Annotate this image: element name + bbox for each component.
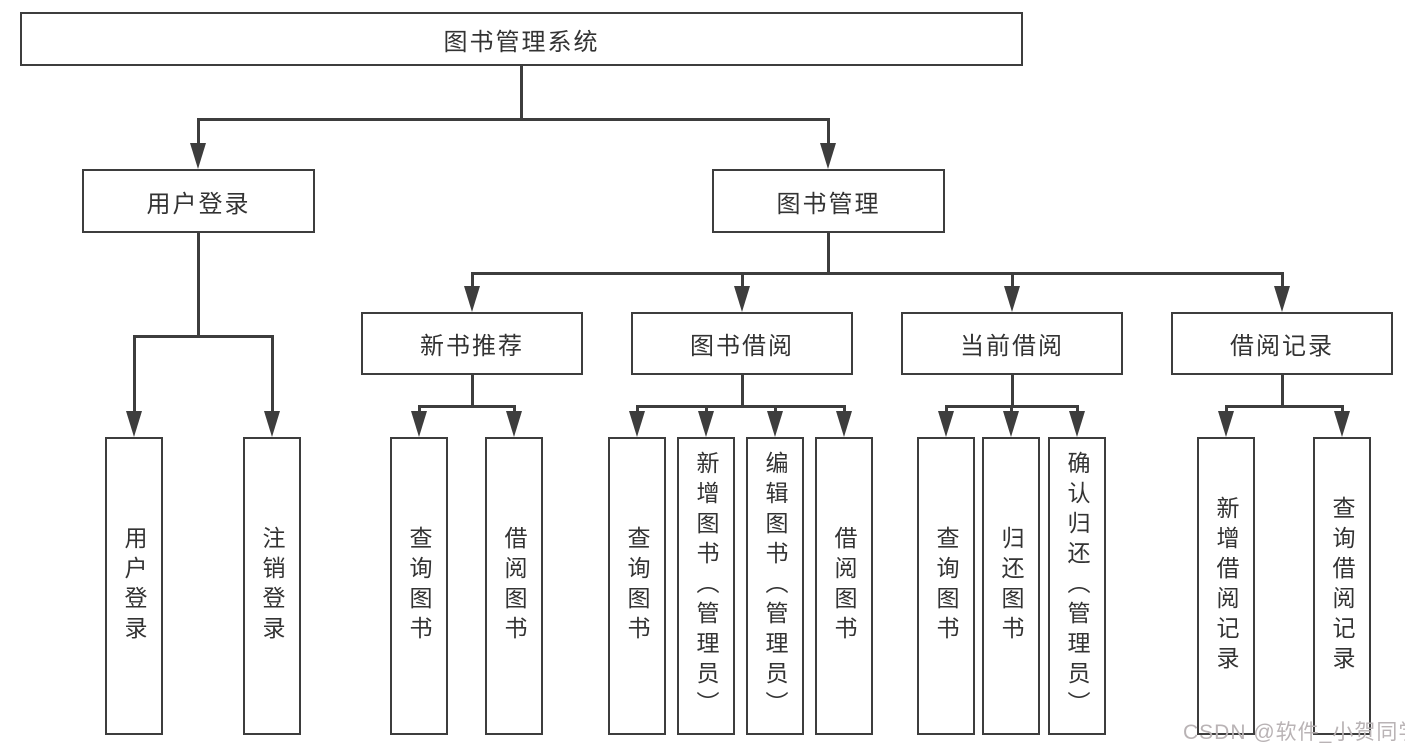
leaf-query-books-borrow: 查询图书 bbox=[608, 437, 666, 735]
arrow-down-icon bbox=[820, 143, 836, 169]
node-book-borrowing: 图书借阅 bbox=[631, 312, 853, 375]
connector-leaf-shaft bbox=[1076, 405, 1079, 415]
leaf-borrow-books: 借阅图书 bbox=[815, 437, 873, 735]
connector-records-drop bbox=[1281, 375, 1284, 407]
leaf-query-borrow-record: 查询借阅记录 bbox=[1313, 437, 1371, 735]
connector-leaf-shaft bbox=[1341, 405, 1344, 415]
arrow-down-icon bbox=[836, 411, 852, 437]
arrow-down-icon bbox=[734, 286, 750, 312]
connector-level3-branch bbox=[471, 272, 1283, 275]
leaf-confirm-return-admin: 确认归还（管理员） bbox=[1048, 437, 1106, 735]
leaf-add-book-admin: 新增图书（管理员） bbox=[677, 437, 735, 735]
leaf-borrow-books-recommend: 借阅图书 bbox=[485, 437, 543, 735]
connector-book-mgmt-drop bbox=[827, 233, 830, 274]
leaf-query-books-recommend: 查询图书 bbox=[390, 437, 448, 735]
connector-records-children-branch bbox=[1225, 405, 1343, 408]
arrow-down-icon bbox=[698, 411, 714, 437]
connector-recommend-children-branch bbox=[418, 405, 515, 408]
arrow-down-icon bbox=[464, 286, 480, 312]
node-user-login: 用户登录 bbox=[82, 169, 315, 233]
arrow-down-icon bbox=[1274, 286, 1290, 312]
connector-leaf-shaft bbox=[1010, 405, 1013, 415]
connector-leaf-shaft bbox=[774, 405, 777, 415]
leaf-user-login: 用户登录 bbox=[105, 437, 163, 735]
leaf-edit-book-admin: 编辑图书（管理员） bbox=[746, 437, 804, 735]
connector-level3-shaft bbox=[741, 272, 744, 290]
connector-current-drop bbox=[1011, 375, 1014, 407]
arrow-down-icon bbox=[1069, 411, 1085, 437]
connector-root-drop bbox=[520, 66, 523, 120]
connector-recommend-drop bbox=[471, 375, 474, 407]
connector-level3-shaft bbox=[1011, 272, 1014, 290]
arrow-down-icon bbox=[629, 411, 645, 437]
connector-level3-shaft bbox=[471, 272, 474, 290]
arrow-down-icon bbox=[938, 411, 954, 437]
arrow-down-icon bbox=[190, 143, 206, 169]
node-new-book-recommendation: 新书推荐 bbox=[361, 312, 583, 375]
watermark: CSDN @软件_小贺同学 bbox=[1183, 721, 1405, 744]
arrow-down-icon bbox=[1334, 411, 1350, 437]
connector-leaf-shaft bbox=[133, 335, 136, 413]
connector-level3-shaft bbox=[1281, 272, 1284, 290]
connector-leaf-shaft bbox=[945, 405, 948, 415]
connector-borrow-children-branch bbox=[636, 405, 845, 408]
connector-leaf-shaft bbox=[705, 405, 708, 415]
node-library-management-system: 图书管理系统 bbox=[20, 12, 1023, 66]
node-current-borrowing: 当前借阅 bbox=[901, 312, 1123, 375]
connector-leaf-shaft bbox=[271, 335, 274, 413]
leaf-query-books-current: 查询图书 bbox=[917, 437, 975, 735]
arrow-down-icon bbox=[767, 411, 783, 437]
connector-leaf-shaft bbox=[513, 405, 516, 415]
leaf-return-book: 归还图书 bbox=[982, 437, 1040, 735]
arrow-down-icon bbox=[126, 411, 142, 437]
connector-leaf-shaft bbox=[418, 405, 421, 415]
arrow-down-icon bbox=[1003, 411, 1019, 437]
connector-leaf-shaft bbox=[843, 405, 846, 415]
connector-book-mgmt-shaft bbox=[827, 118, 830, 146]
connector-leaf-shaft bbox=[1225, 405, 1228, 415]
node-book-management: 图书管理 bbox=[712, 169, 945, 233]
arrow-down-icon bbox=[506, 411, 522, 437]
node-borrowing-records: 借阅记录 bbox=[1171, 312, 1393, 375]
arrow-down-icon bbox=[1004, 286, 1020, 312]
arrow-down-icon bbox=[264, 411, 280, 437]
connector-borrow-drop bbox=[741, 375, 744, 407]
leaf-add-borrow-record: 新增借阅记录 bbox=[1197, 437, 1255, 735]
connector-user-login-shaft bbox=[197, 118, 200, 146]
connector-leaf-shaft bbox=[636, 405, 639, 415]
connector-level2-branch bbox=[197, 118, 830, 121]
leaf-logout: 注销登录 bbox=[243, 437, 301, 735]
arrow-down-icon bbox=[411, 411, 427, 437]
connector-user-login-children-branch bbox=[133, 335, 273, 338]
connector-user-login-drop bbox=[197, 233, 200, 337]
arrow-down-icon bbox=[1218, 411, 1234, 437]
